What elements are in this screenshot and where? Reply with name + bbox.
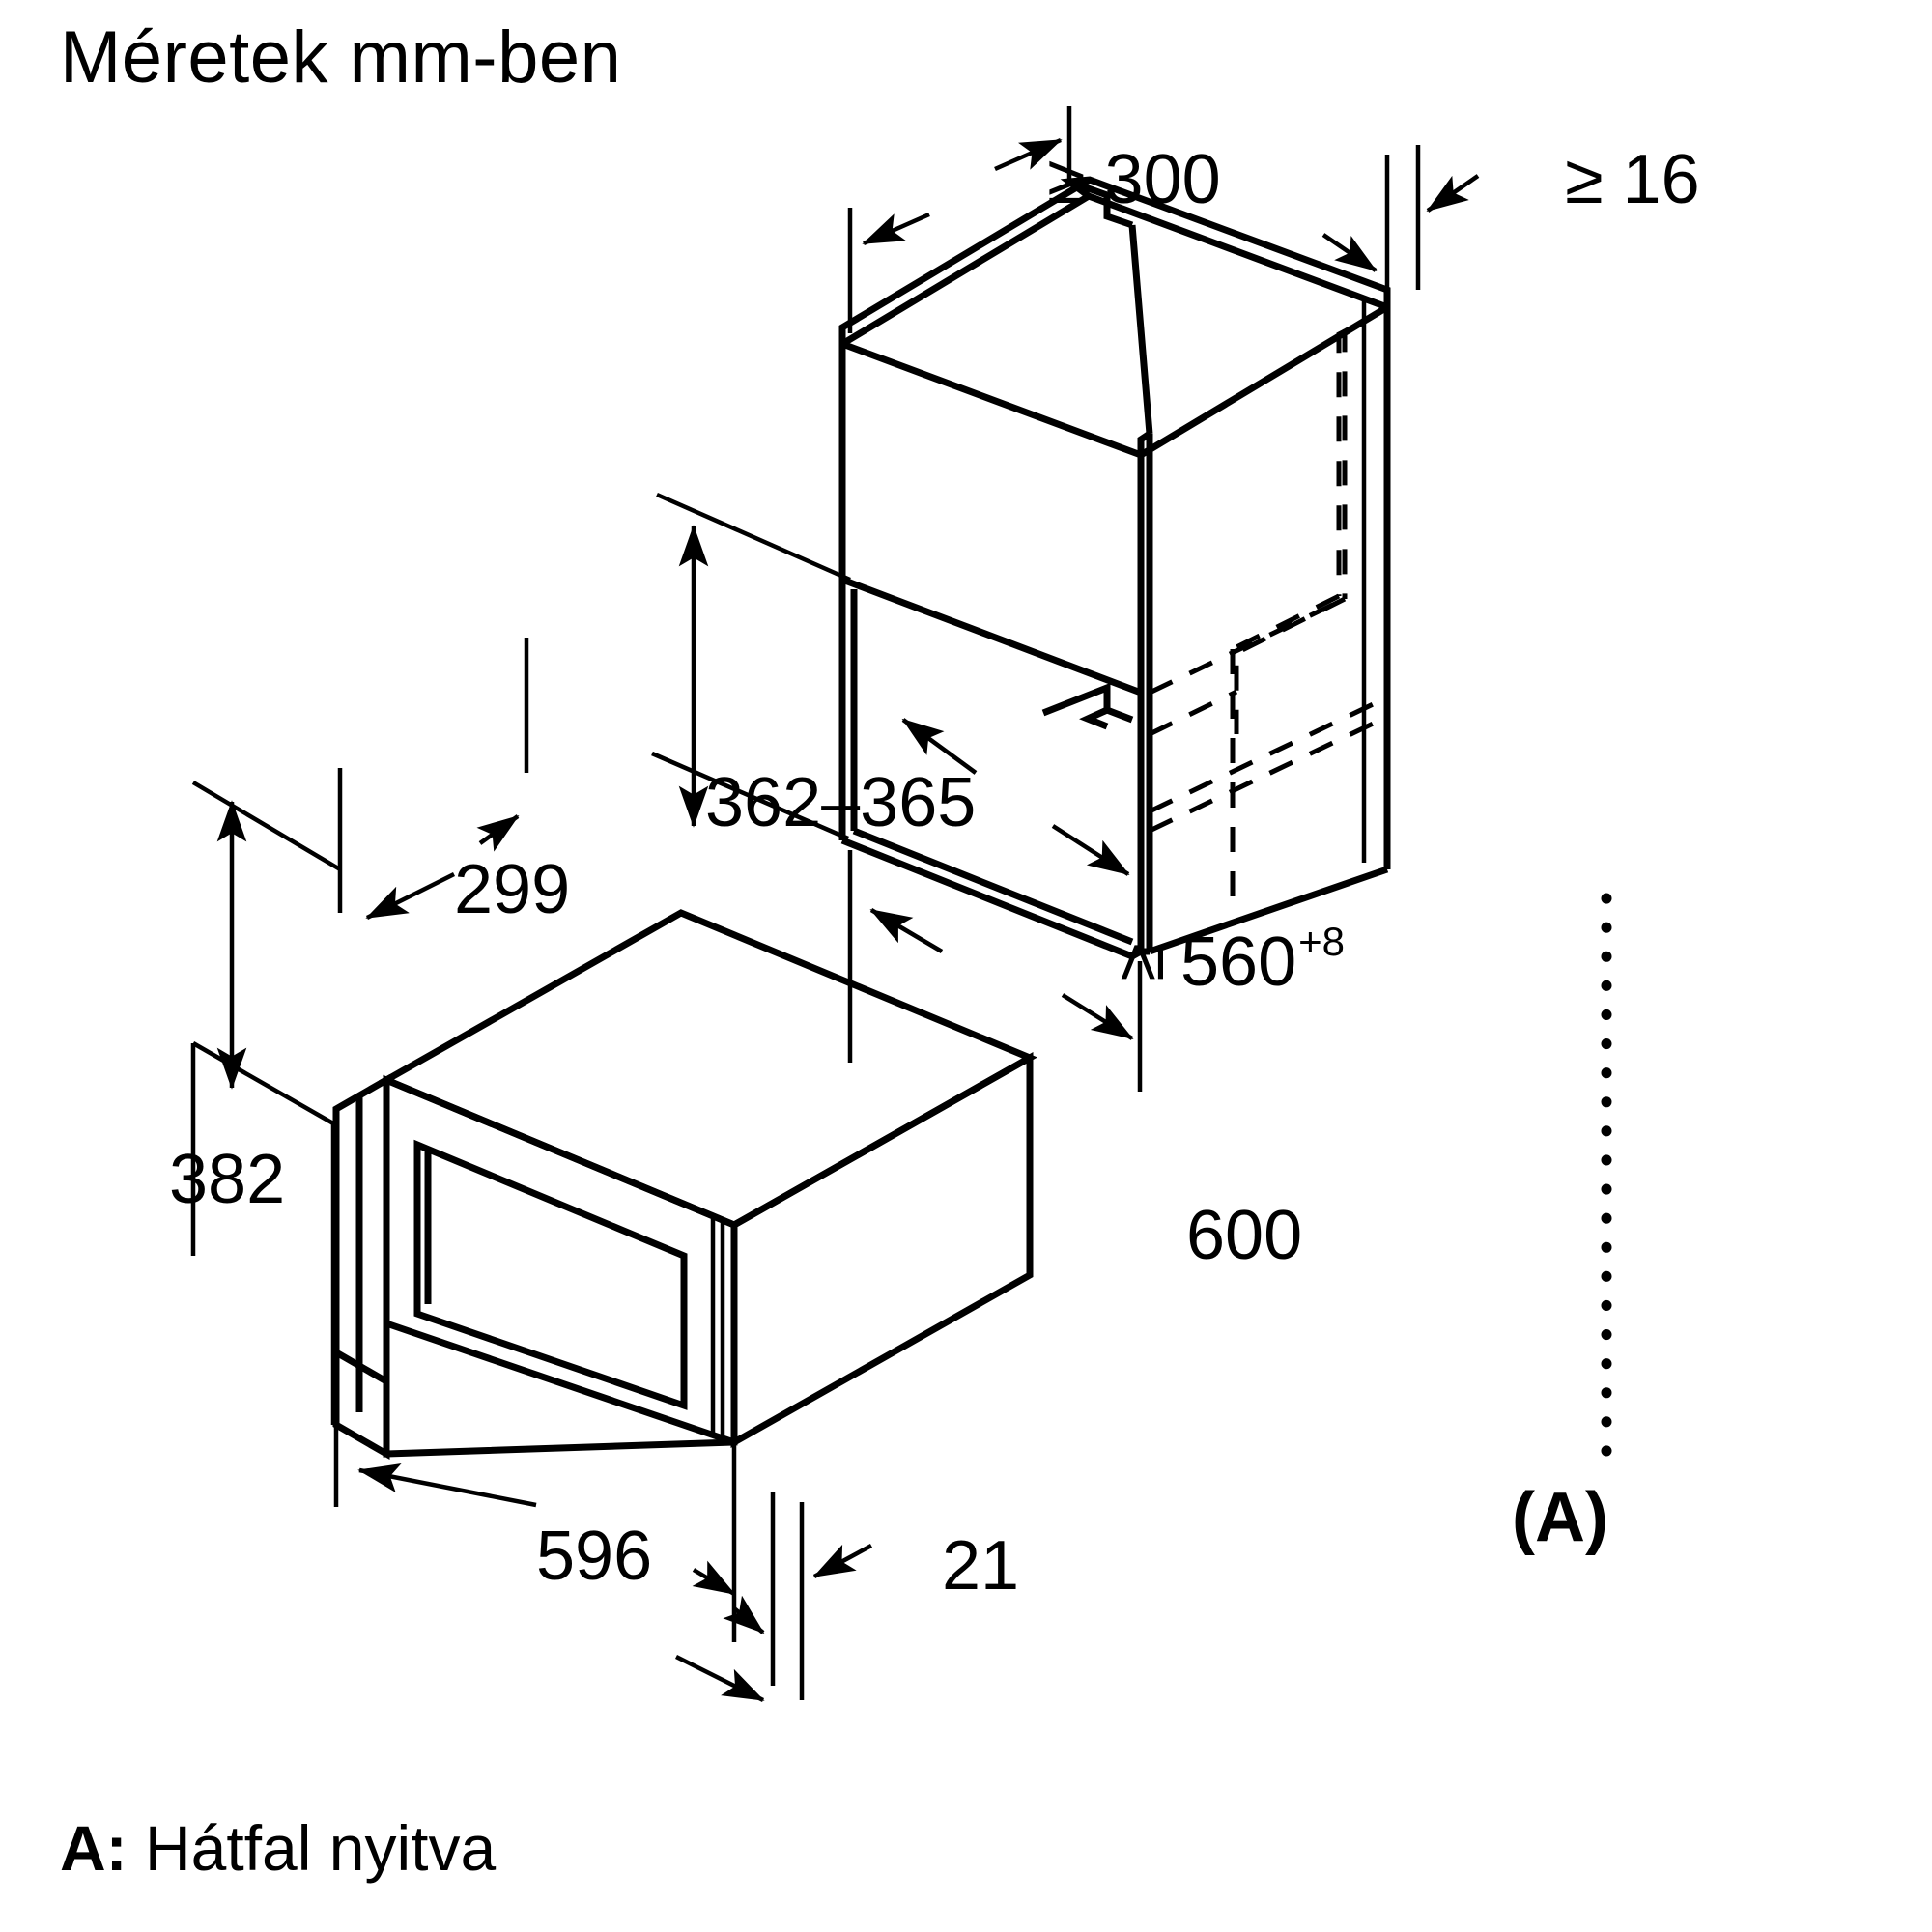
dim-label-oven-depth: 299 — [454, 851, 571, 928]
microwave-body — [332, 909, 1037, 1461]
footnote: A: Hátfal nyitva — [60, 1816, 496, 1880]
cabinet-body — [838, 176, 1391, 960]
dim-top-clearance — [847, 106, 1072, 333]
niche-width-tolerance: +8 — [1298, 919, 1346, 964]
footnote-marker: A: — [60, 1812, 128, 1884]
dim-label-oven-width: 596 — [536, 1518, 653, 1595]
dim-niche-height — [651, 492, 851, 841]
dim-label-niche-height: 362–365 — [705, 764, 977, 841]
niche-width-value: 560 — [1180, 923, 1297, 1001]
footnote-text: Hátfal nyitva — [145, 1812, 497, 1884]
dim-niche-width — [901, 718, 1130, 876]
dim-oven-height — [190, 781, 342, 1425]
greater-equal-rotated-glyph: ≥ — [1101, 943, 1179, 981]
callout-a-marker: (A) — [1512, 1479, 1608, 1556]
dim-label-cabinet-width: 600 — [1186, 1197, 1303, 1274]
dim-label-top-clearance: ≥ 300 — [1047, 141, 1221, 218]
dim-side-panel-thickness — [1321, 145, 1480, 295]
dim-label-niche-width: ≥ 560 +8 — [1101, 922, 1345, 1001]
dim-cabinet-width — [847, 850, 1143, 1092]
page-title: Méretek mm-ben — [60, 16, 622, 99]
dim-oven-trim — [674, 1492, 873, 1703]
dim-label-oven-height: 382 — [169, 1141, 286, 1218]
dim-label-oven-trim: 21 — [942, 1527, 1020, 1605]
dim-label-side-panel: ≥ 16 — [1565, 141, 1700, 218]
dim-oven-depth — [337, 638, 529, 921]
